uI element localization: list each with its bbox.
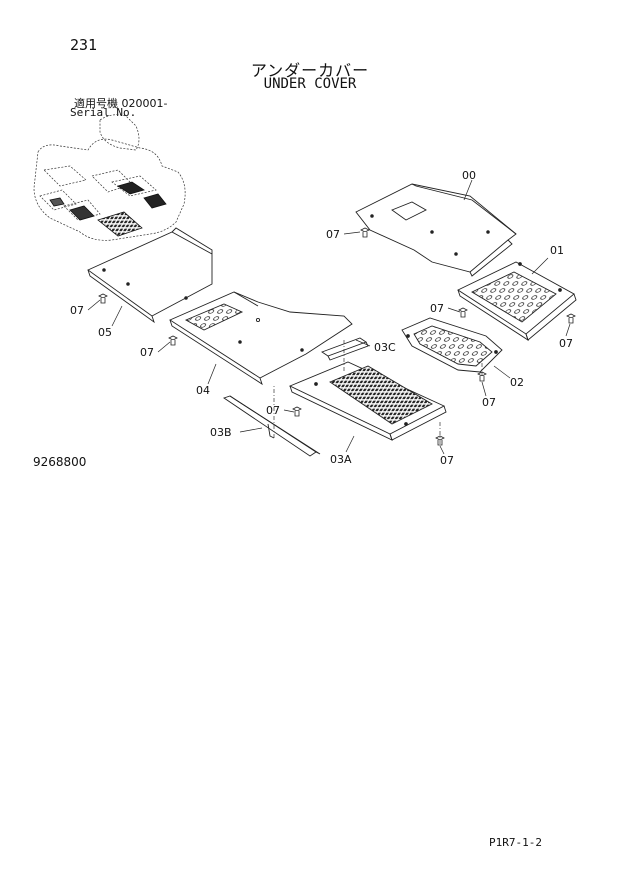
leader-lines <box>87 179 571 455</box>
bolt-07 <box>360 227 370 238</box>
bolt-07 <box>292 406 302 417</box>
callout-07: 07 <box>70 304 84 317</box>
callout-07: 07 <box>440 454 454 467</box>
part-00-cover-plate <box>355 183 517 277</box>
page-title-japanese: アンダーカバー <box>250 61 370 80</box>
machine-overview-thumbnail <box>33 114 186 241</box>
footer-code: P1R7-1-2 <box>489 836 542 849</box>
callout-00: 00 <box>462 169 476 182</box>
callout-07: 07 <box>559 337 573 350</box>
callout-05: 05 <box>98 326 112 339</box>
callout-07: 07 <box>266 404 280 417</box>
callout-03b: 03B <box>210 426 232 439</box>
bolt-07 <box>168 335 178 346</box>
drawing-number: 9268800 <box>33 455 87 469</box>
bolt-07 <box>458 307 468 318</box>
callout-07: 07 <box>326 228 340 241</box>
callout-labels: 00 01 02 03A 03B 03C 04 05 07 07 07 07 0… <box>70 169 573 467</box>
part-01-perforated-panel <box>457 261 577 342</box>
part-04-lower-cover <box>169 291 353 386</box>
callout-03a: 03A <box>330 453 352 466</box>
assembly-lines <box>273 340 483 444</box>
part-03a-mesh-cover <box>288 361 447 441</box>
part-03c-bar <box>321 337 369 361</box>
callout-07: 07 <box>140 346 154 359</box>
page-number: 231 <box>70 36 98 54</box>
part-05-upper-cover <box>87 227 213 324</box>
callout-07: 07 <box>430 302 444 315</box>
part-03b-angle-bar <box>222 395 321 457</box>
bolt-07 <box>566 313 576 324</box>
thumbnail-highlighted-covers <box>49 181 167 237</box>
part-02-inspection-cover <box>401 317 503 373</box>
callout-04: 04 <box>196 384 210 397</box>
serial-label-japanese: 適用号機 020001- <box>74 97 168 110</box>
page-title-english: UNDER COVER <box>263 76 357 92</box>
callout-03c: 03C <box>374 341 396 354</box>
bolt-07 <box>98 293 108 304</box>
callout-02: 02 <box>510 376 524 389</box>
serial-label-english: Serial No. <box>70 106 137 119</box>
callout-01: 01 <box>550 244 564 257</box>
callout-07: 07 <box>482 396 496 409</box>
